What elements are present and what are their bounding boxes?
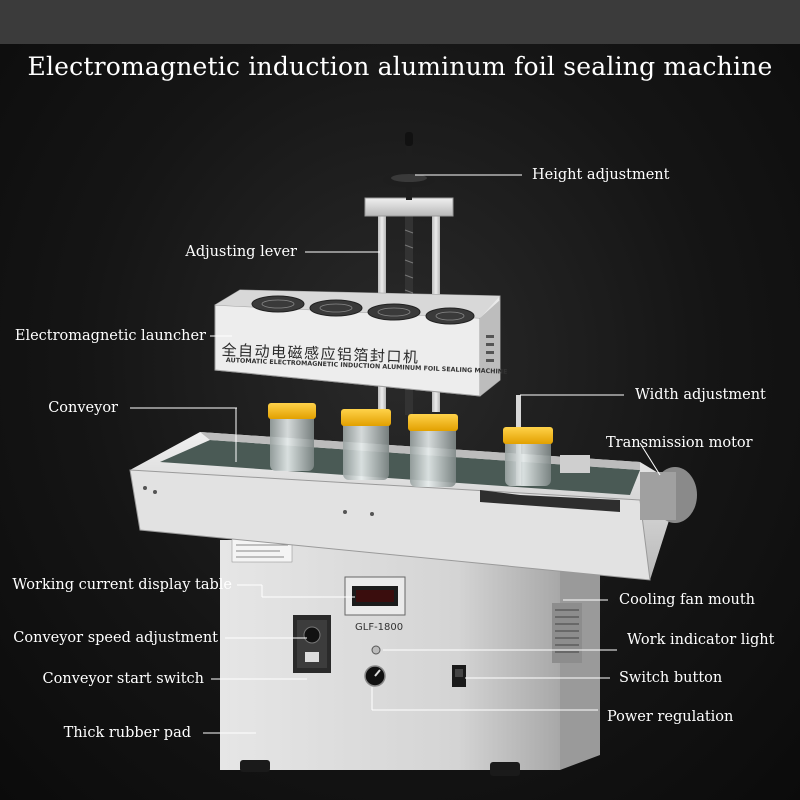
electromagnetic-launcher [214,289,501,397]
label-conveyor-start-switch: Conveyor start switch [42,671,204,687]
label-electromagnetic-launcher: Electromagnetic launcher [14,328,206,344]
jar-4 [503,427,553,486]
glass-jars [268,403,553,487]
label-thick-rubber-pad: Thick rubber pad [63,725,191,741]
label-height-adjustment: Height adjustment [532,167,670,183]
label-conveyor: Conveyor [48,400,118,416]
label-power-regulation: Power regulation [607,709,734,725]
jar-2 [341,409,391,480]
label-conveyor-speed-adjustment: Conveyor speed adjustment [13,630,218,646]
label-adjusting-lever: Adjusting lever [185,244,297,260]
label-cooling-fan-mouth: Cooling fan mouth [619,592,756,608]
label-width-adjustment: Width adjustment [635,387,766,403]
label-switch-button: Switch button [619,670,723,686]
model-label: GLF-1800 [355,622,404,633]
top-bar [0,0,800,44]
jar-1 [268,403,316,471]
label-working-current-display-table: Working current display table [12,577,232,593]
page-title: Electromagnetic induction aluminum foil … [27,52,773,81]
label-transmission-motor: Transmission motor [606,435,753,451]
jar-3 [408,414,458,487]
label-work-indicator-light: Work indicator light [627,632,775,648]
cabinet [220,537,600,776]
leader-lines [130,174,661,734]
